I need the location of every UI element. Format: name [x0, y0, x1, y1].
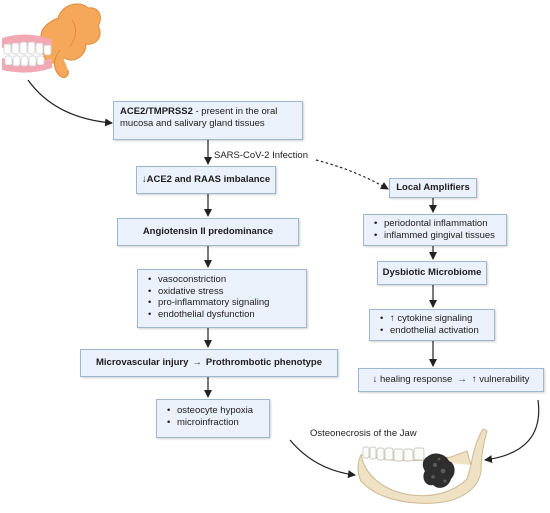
microvascular-injury-box: Microvascular injury → Prothrombotic phe…: [80, 349, 338, 377]
microvascular-right: Prothrombotic phenotype: [205, 357, 323, 368]
angiotensin-box: Angiotensin II predominance: [117, 218, 299, 246]
periodontal-box: periodontal inflammation inflammed gingi…: [363, 214, 507, 246]
vascular-effects-list: vasoconstriction oxidative stress pro-in…: [144, 274, 300, 320]
list-item: vasoconstriction: [148, 274, 300, 286]
osteocyte-box: osteocyte hypoxia microinfraction: [156, 399, 270, 438]
ace2-tmprss2-box: ACE2/TMPRSS2 - present in the oral mucos…: [113, 101, 303, 140]
imbalance-text: ↓ACE2 and RAAS imbalance: [141, 174, 271, 185]
arrow-healing-to-jaw: [484, 399, 540, 464]
jaw-bone-illustration: [357, 428, 488, 504]
healing-right: ↑ vulnerability: [471, 374, 530, 385]
list-item: pro-inflammatory signaling: [148, 297, 300, 309]
list-item: ↑ cytokine signaling: [380, 313, 488, 325]
vascular-effects-box: vasoconstriction oxidative stress pro-in…: [137, 269, 307, 328]
outcome-label: Osteonecrosis of the Jaw: [310, 428, 417, 439]
healing-arrow: →: [457, 374, 467, 385]
healing-response-box: ↓ healing response → ↑ vulnerability: [358, 368, 544, 392]
osteocyte-list: osteocyte hypoxia microinfraction: [163, 405, 263, 428]
salivary-gland-teeth-illustration: [2, 3, 101, 78]
ace2-raas-imbalance-box: ↓ACE2 and RAAS imbalance: [136, 166, 276, 194]
list-item: osteocyte hypoxia: [167, 405, 263, 417]
local-amplifiers-box: Local Amplifiers: [389, 178, 477, 198]
dysbiotic-text: Dysbiotic Microbiome: [382, 267, 482, 278]
cytokine-list: ↑ cytokine signaling endothelial activat…: [376, 313, 488, 336]
list-item: oxidative stress: [148, 286, 300, 298]
cytokine-box: ↑ cytokine signaling endothelial activat…: [369, 309, 495, 341]
microvascular-arrow: →: [192, 357, 202, 368]
ace2-title: ACE2/TMPRSS2: [120, 106, 193, 117]
list-item: endothelial activation: [380, 325, 488, 337]
list-item: endothelial dysfunction: [148, 309, 300, 321]
periodontal-list: periodontal inflammation inflammed gingi…: [370, 218, 500, 241]
angiotensin-text: Angiotensin II predominance: [142, 226, 274, 237]
arrow-osteocyte-to-jaw: [289, 439, 356, 479]
infection-label: SARS-CoV-2 Infection: [214, 150, 308, 161]
dysbiotic-microbiome-box: Dysbiotic Microbiome: [377, 261, 487, 285]
ace2-description: - present in the oral mucosa and salivar…: [120, 106, 278, 129]
list-item: inflammed gingival tissues: [374, 230, 500, 242]
local-amplifiers-text: Local Amplifiers: [396, 182, 470, 193]
arrow-illustration-to-ace2: [27, 79, 113, 127]
dotted-arrow-infection-to-amplifiers: [315, 159, 389, 190]
microvascular-left: Microvascular injury: [95, 357, 189, 368]
list-item: periodontal inflammation: [374, 218, 500, 230]
healing-left: ↓ healing response: [372, 374, 453, 385]
list-item: microinfraction: [167, 417, 263, 429]
